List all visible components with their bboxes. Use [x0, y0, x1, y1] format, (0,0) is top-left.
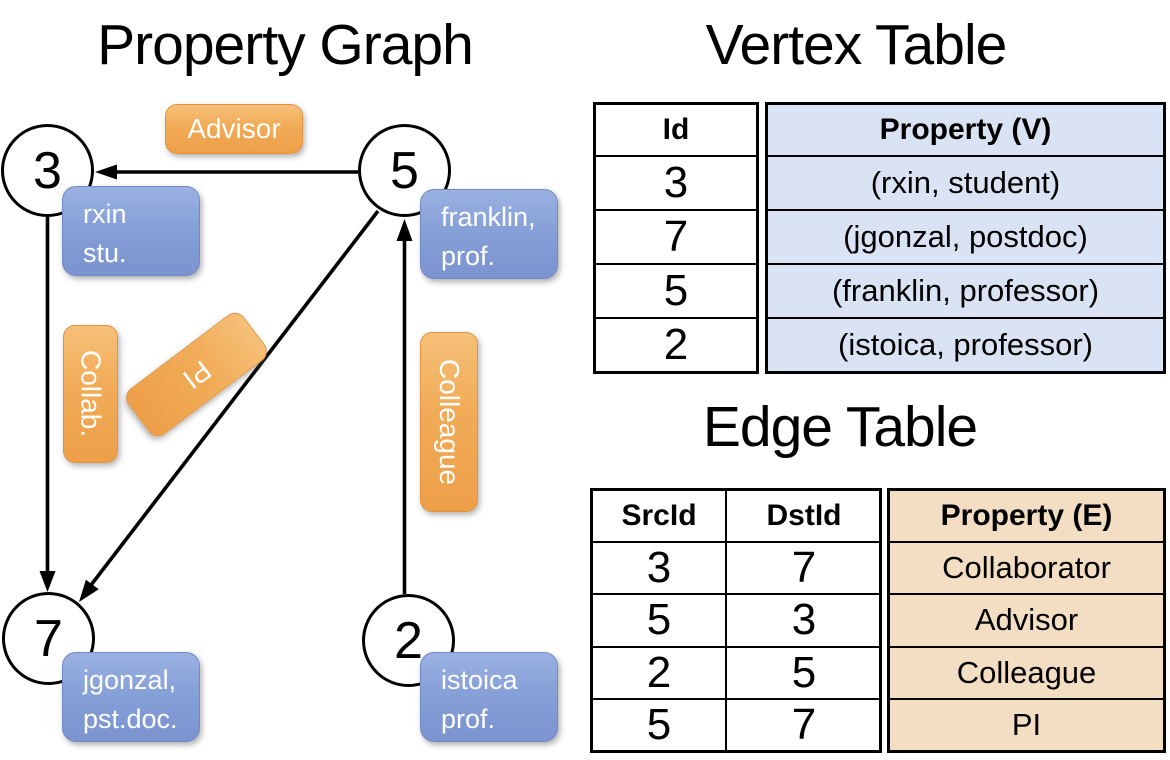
edge-table-header-dstid: DstId [766, 499, 842, 532]
property-graph-title: Property Graph [97, 13, 474, 77]
vertex-table-title: Vertex Table [705, 13, 1008, 77]
edge-label-collab: Collab. [63, 325, 118, 463]
table-cell: 3 [596, 155, 756, 209]
edge-table-header-property: Property (E) [940, 499, 1113, 532]
table-cell: (istoica, professor) [768, 317, 1163, 371]
vertex-property-line: pst.doc. [83, 704, 178, 735]
table-cell: 5 [593, 697, 725, 750]
table-cell: 5 [727, 645, 881, 698]
edge-label-colleague: Colleague [420, 332, 478, 512]
edge-table-title: Edge Table [702, 395, 978, 459]
table-cell: Advisor [890, 593, 1163, 645]
table-cell: (rxin, student) [768, 155, 1163, 209]
table-cell: 7 [727, 697, 881, 750]
vertex-circle-3: 3 [1, 124, 94, 217]
vertex-property-line: prof. [441, 704, 496, 735]
arrowhead-collab [39, 571, 56, 592]
table-cell: 7 [596, 209, 756, 263]
vertex-property-box-istoica: istoica prof. [420, 652, 558, 742]
vertex-property-line: prof. [441, 241, 496, 272]
table-cell: 3 [593, 541, 725, 593]
edge-label-colleague-text: Colleague [434, 358, 465, 486]
table-cell: (jgonzal, postdoc) [768, 209, 1163, 263]
table-cell: 2 [596, 317, 756, 371]
arrowhead-advisor [95, 164, 117, 180]
table-cell: 2 [593, 645, 725, 698]
edge-label-pi: PI [121, 308, 272, 441]
table-cell: (franklin, professor) [768, 263, 1163, 317]
edge-table-property-column: Property (E) Collaborator Advisor Collea… [887, 488, 1166, 753]
table-cell: Collaborator [890, 541, 1163, 593]
vertex-property-box-franklin: franklin, prof. [420, 189, 558, 279]
vertex-table-header-property: Property (V) [879, 113, 1052, 146]
vertex-property-line: istoica [441, 665, 518, 695]
vertex-property-line: rxin [83, 199, 127, 229]
edge-table-srcid-column: SrcId 3 5 2 5 [593, 491, 725, 750]
arrowhead-colleague [396, 219, 413, 241]
vertex-table-header-id: Id [662, 113, 690, 146]
vertex-circle-5: 5 [358, 124, 451, 217]
vertex-property-line: franklin, [441, 202, 536, 232]
vertex-property-line: jgonzal, [83, 665, 177, 695]
edge-table-header-srcid: SrcId [621, 499, 697, 532]
table-cell: 7 [727, 541, 881, 593]
vertex-table-property-column: Property (V) (rxin, student) (jgonzal, p… [765, 102, 1166, 374]
edge-table-id-columns: SrcId 3 5 2 5 DstId 7 3 5 7 [590, 488, 882, 753]
table-cell: PI [890, 697, 1163, 750]
vertex-property-line: stu. [83, 238, 127, 269]
table-cell: 5 [596, 263, 756, 317]
edge-label-collab-text: Collab. [75, 350, 107, 438]
table-cell: Colleague [890, 645, 1163, 698]
edge-label-advisor: Advisor [165, 104, 303, 154]
arrowhead-pi [79, 579, 99, 602]
table-cell: 5 [593, 593, 725, 645]
vertex-property-box-jgonzal: jgonzal, pst.doc. [62, 652, 200, 742]
vertex-table-id-column: Id 3 7 5 2 [593, 102, 759, 374]
edge-label-pi-text: PI [176, 354, 217, 396]
vertex-property-box-rxin: rxin stu. [62, 186, 200, 276]
edge-table-dstid-column: DstId 7 3 5 7 [725, 491, 881, 750]
table-cell: 3 [727, 593, 881, 645]
